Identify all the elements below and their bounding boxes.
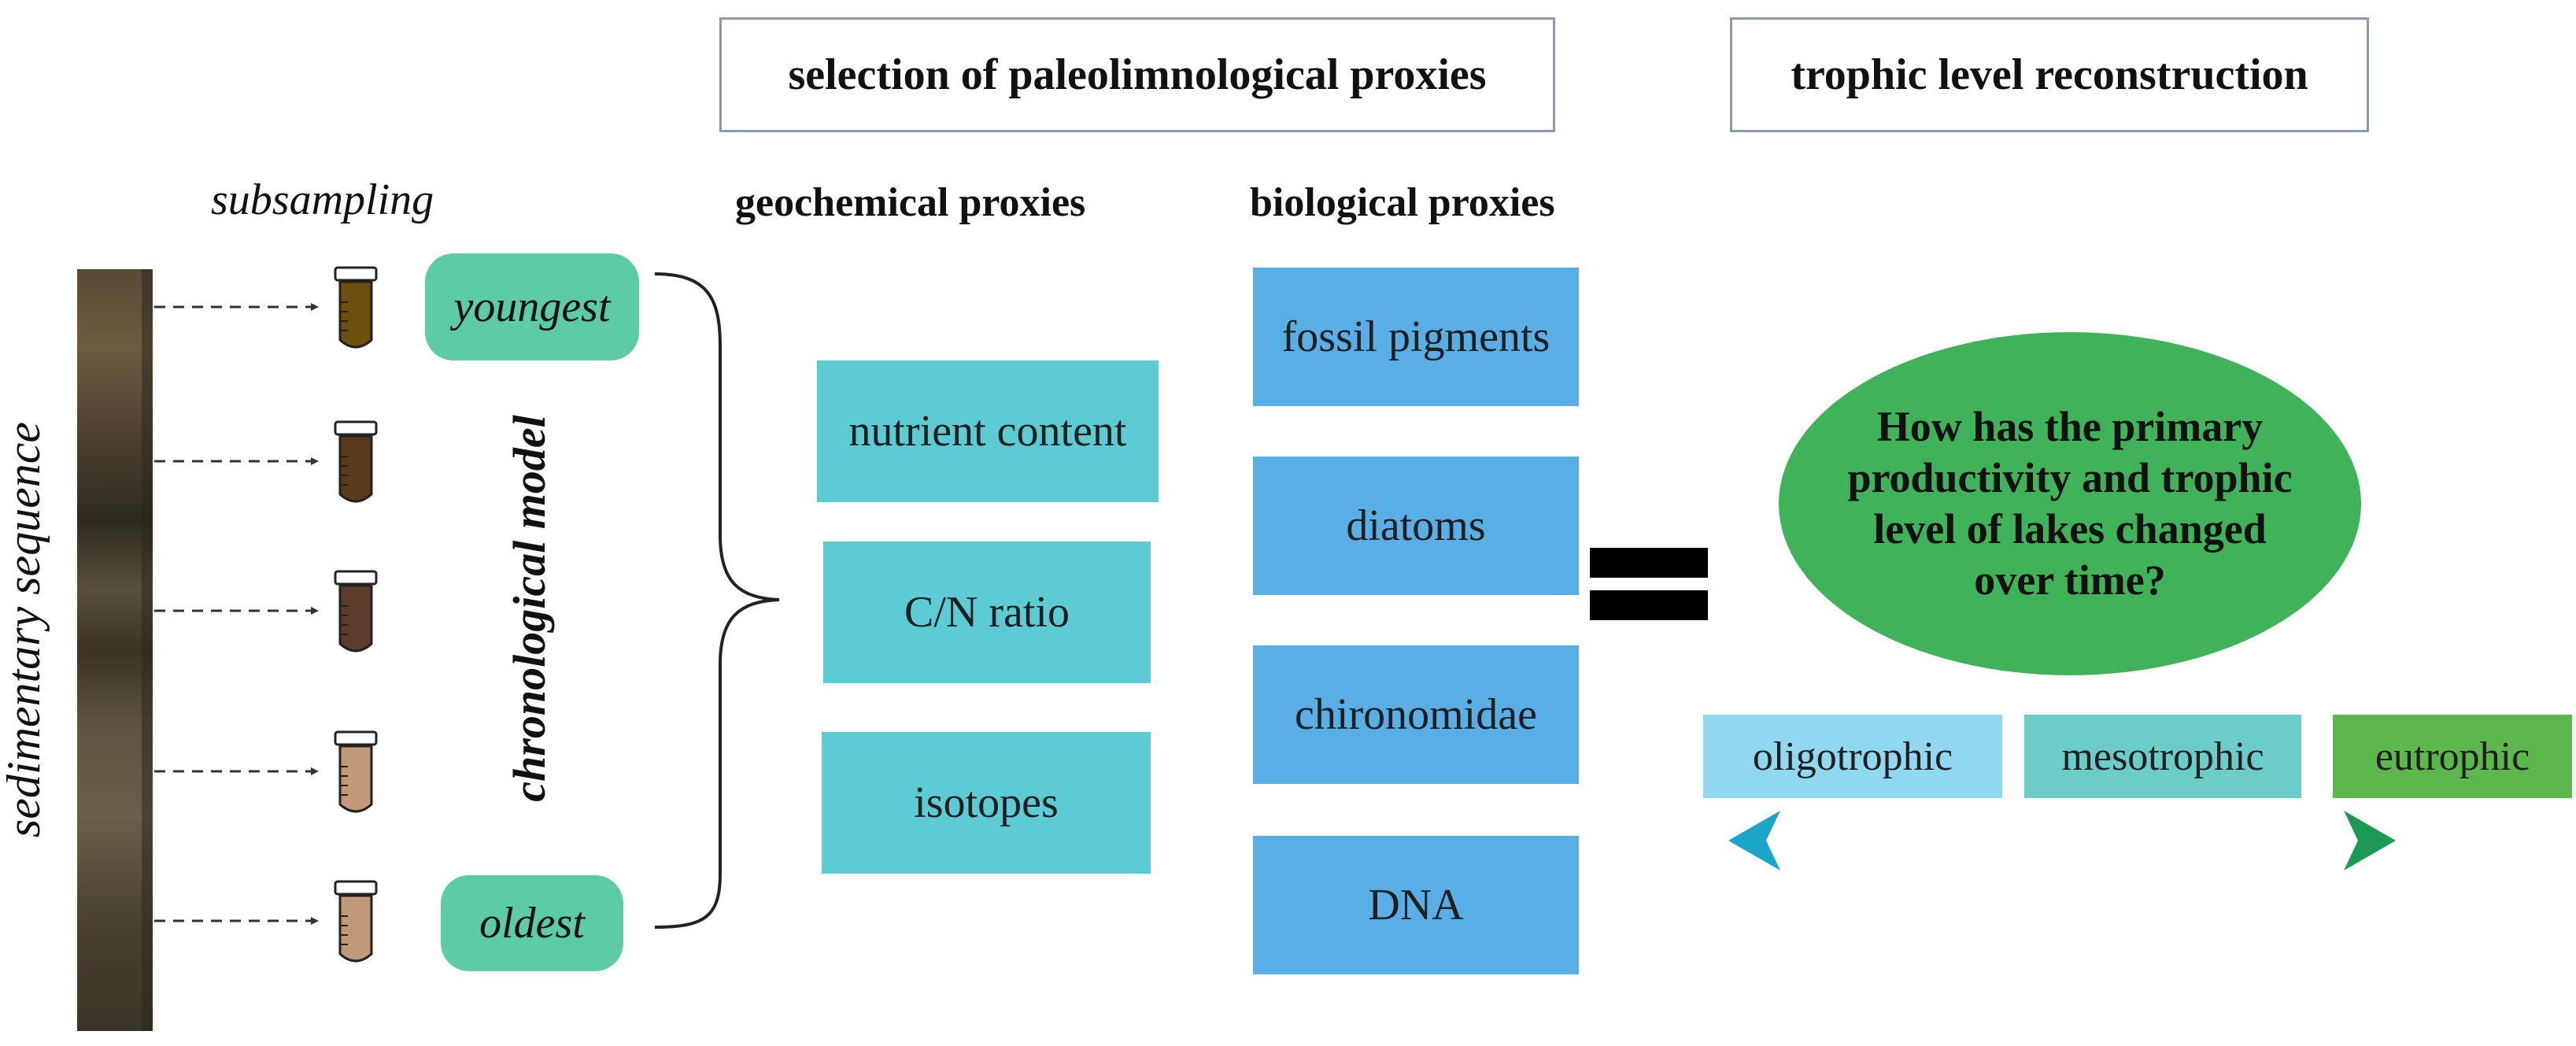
question-line-4: over time? — [1974, 556, 2166, 604]
question-ellipse — [1779, 332, 2361, 675]
trophic-mesotrophic-text: mesotrophic — [2061, 734, 2264, 779]
sample-tube-4 — [334, 730, 378, 813]
proxy-cn-ratio: C/N ratio — [823, 541, 1151, 683]
sample-tube-2 — [334, 420, 378, 503]
sediment-core — [77, 269, 153, 1031]
question-line-1: How has the primary — [1876, 403, 2264, 451]
proxy-isotopes: isotopes — [822, 732, 1151, 874]
youngest-label: youngest — [425, 253, 639, 360]
subsample-arrows — [154, 303, 319, 925]
selection-header-text: selection of paleolimnological proxies — [788, 50, 1487, 99]
proxy-chironomidae: chironomidae — [1253, 645, 1579, 784]
sediment-core-edge — [142, 269, 153, 1031]
trophic-eutrophic: eutrophic — [2333, 715, 2572, 798]
oldest-text: oldest — [479, 899, 585, 948]
proxy-isotopes-text: isotopes — [914, 778, 1059, 827]
tube-cap — [334, 420, 378, 436]
proxy-fossil-pigments: fossil pigments — [1253, 268, 1579, 406]
tube-cap — [334, 730, 378, 746]
question-line-3: level of lakes changed — [1873, 505, 2267, 553]
subsampling-label: subsampling — [211, 176, 434, 224]
trophic-eutrophic-text: eutrophic — [2375, 734, 2530, 779]
sedimentary-sequence-label: sedimentary sequence — [0, 275, 55, 984]
question-text: How has the primary productivity and tro… — [1794, 370, 2345, 638]
tube-cap — [334, 880, 378, 896]
tube-cap — [334, 266, 378, 282]
proxy-nutrient-content-text: nutrient content — [848, 407, 1127, 456]
tube-body — [338, 434, 373, 503]
proxy-dna-text: DNA — [1368, 881, 1464, 930]
trophic-oligotrophic-text: oligotrophic — [1752, 734, 1953, 779]
tube-cap — [334, 570, 378, 586]
equals-bar-top — [1590, 548, 1708, 578]
trophic-header: trophic level reconstruction — [1730, 17, 2369, 132]
question-line-2: productivity and trophic — [1847, 454, 2293, 502]
proxy-diatoms: diatoms — [1253, 456, 1579, 595]
curly-brace — [654, 272, 780, 929]
oldest-label: oldest — [441, 875, 623, 971]
geochemical-title: geochemical proxies — [735, 180, 1086, 225]
trophic-oligotrophic: oligotrophic — [1703, 715, 2002, 798]
selection-header: selection of paleolimnological proxies — [719, 17, 1555, 132]
trophic-mesotrophic: mesotrophic — [2024, 715, 2301, 798]
chronological-model-text: chronological model — [503, 415, 555, 802]
sample-tube-5 — [334, 880, 378, 963]
biological-title: biological proxies — [1250, 180, 1555, 225]
youngest-text: youngest — [453, 283, 611, 331]
proxy-cn-ratio-text: C/N ratio — [904, 588, 1070, 637]
proxy-dna: DNA — [1253, 836, 1579, 974]
tube-body — [338, 584, 373, 652]
proxy-chironomidae-text: chironomidae — [1295, 690, 1537, 739]
trophic-arrow-left-head — [1728, 811, 1780, 870]
sample-tube-3 — [334, 570, 378, 652]
trophic-arrow-right-head — [2344, 811, 2396, 870]
trophic-header-text: trophic level reconstruction — [1791, 50, 2308, 99]
sedimentary-sequence-text: sedimentary sequence — [0, 421, 50, 838]
proxy-fossil-pigments-text: fossil pigments — [1281, 312, 1550, 361]
proxy-diatoms-text: diatoms — [1346, 501, 1486, 550]
sample-tubes — [334, 266, 378, 963]
tube-body — [338, 894, 373, 963]
proxy-nutrient-content: nutrient content — [817, 360, 1159, 502]
sample-tube-1 — [334, 266, 378, 349]
tube-body — [338, 745, 373, 813]
chronological-model-label: chronological model — [497, 333, 560, 884]
tube-body — [338, 280, 373, 349]
equals-bar-bottom — [1590, 590, 1708, 620]
